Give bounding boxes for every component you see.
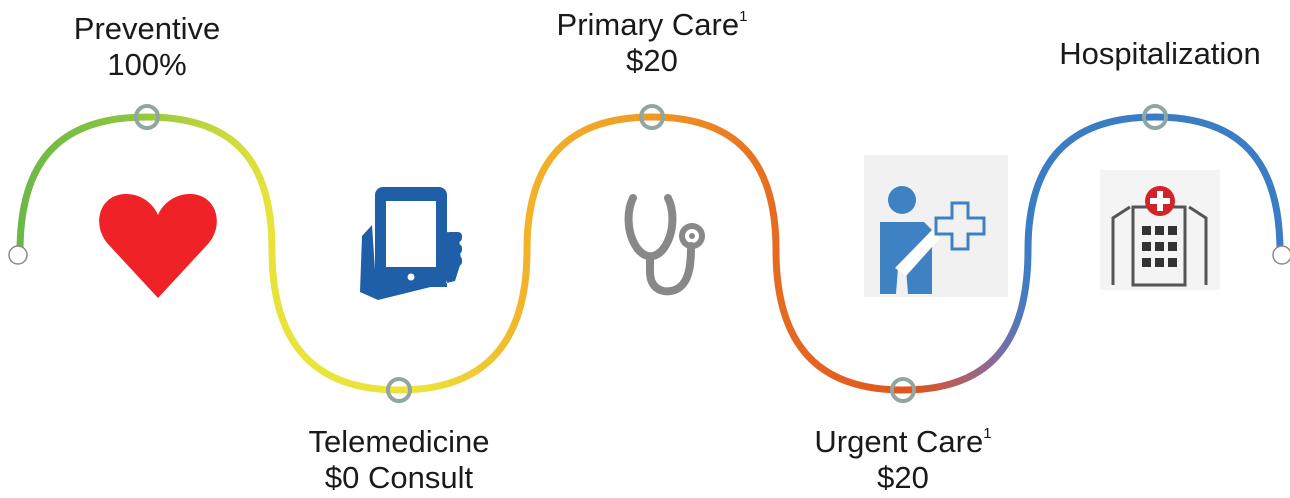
- marker-telemedicine: [386, 377, 412, 403]
- preventive-value: 100%: [107, 47, 187, 82]
- telemedicine-title: Telemedicine: [308, 424, 490, 459]
- wave-segment-2: [268, 246, 531, 394]
- label-hospitalization: Hospitalization: [1035, 36, 1285, 72]
- marker-hospitalization: [1142, 104, 1168, 130]
- milestone-markers: [134, 104, 1168, 403]
- preventive-title: Preventive: [73, 11, 221, 46]
- marker-urgent-care: [890, 377, 916, 403]
- wave-segment-1: [16, 113, 276, 256]
- urgent-care-footnote: 1: [983, 425, 992, 442]
- urgent-care-value: $20: [877, 460, 929, 495]
- hospital-icon: [1100, 170, 1220, 290]
- label-primary-care: Primary Care1 $20: [527, 7, 777, 79]
- hospitalization-title: Hospitalization: [1059, 36, 1261, 71]
- injured-person-cross-icon: [864, 155, 1008, 297]
- label-preventive: Preventive 100%: [47, 11, 247, 83]
- primary-care-value: $20: [626, 43, 678, 78]
- start-endpoint: [8, 245, 28, 265]
- tablet-in-hand-icon: [360, 187, 462, 300]
- marker-preventive: [134, 104, 160, 130]
- end-endpoint: [1272, 245, 1290, 265]
- marker-primary-care: [639, 104, 665, 130]
- telemedicine-value: $0 Consult: [324, 460, 474, 495]
- wave-segment-5: [1024, 113, 1284, 256]
- wave-segment-3: [523, 113, 780, 254]
- wave-segment-4: [772, 246, 1032, 394]
- urgent-care-title: Urgent Care: [814, 424, 984, 459]
- heart-icon: [99, 193, 217, 298]
- primary-care-title: Primary Care: [556, 7, 740, 42]
- stethoscope-icon: [624, 194, 705, 296]
- primary-care-footnote: 1: [739, 8, 748, 25]
- label-urgent-care: Urgent Care1 $20: [788, 424, 1018, 496]
- journey-wave: [16, 113, 1284, 394]
- label-telemedicine: Telemedicine $0 Consult: [289, 424, 509, 496]
